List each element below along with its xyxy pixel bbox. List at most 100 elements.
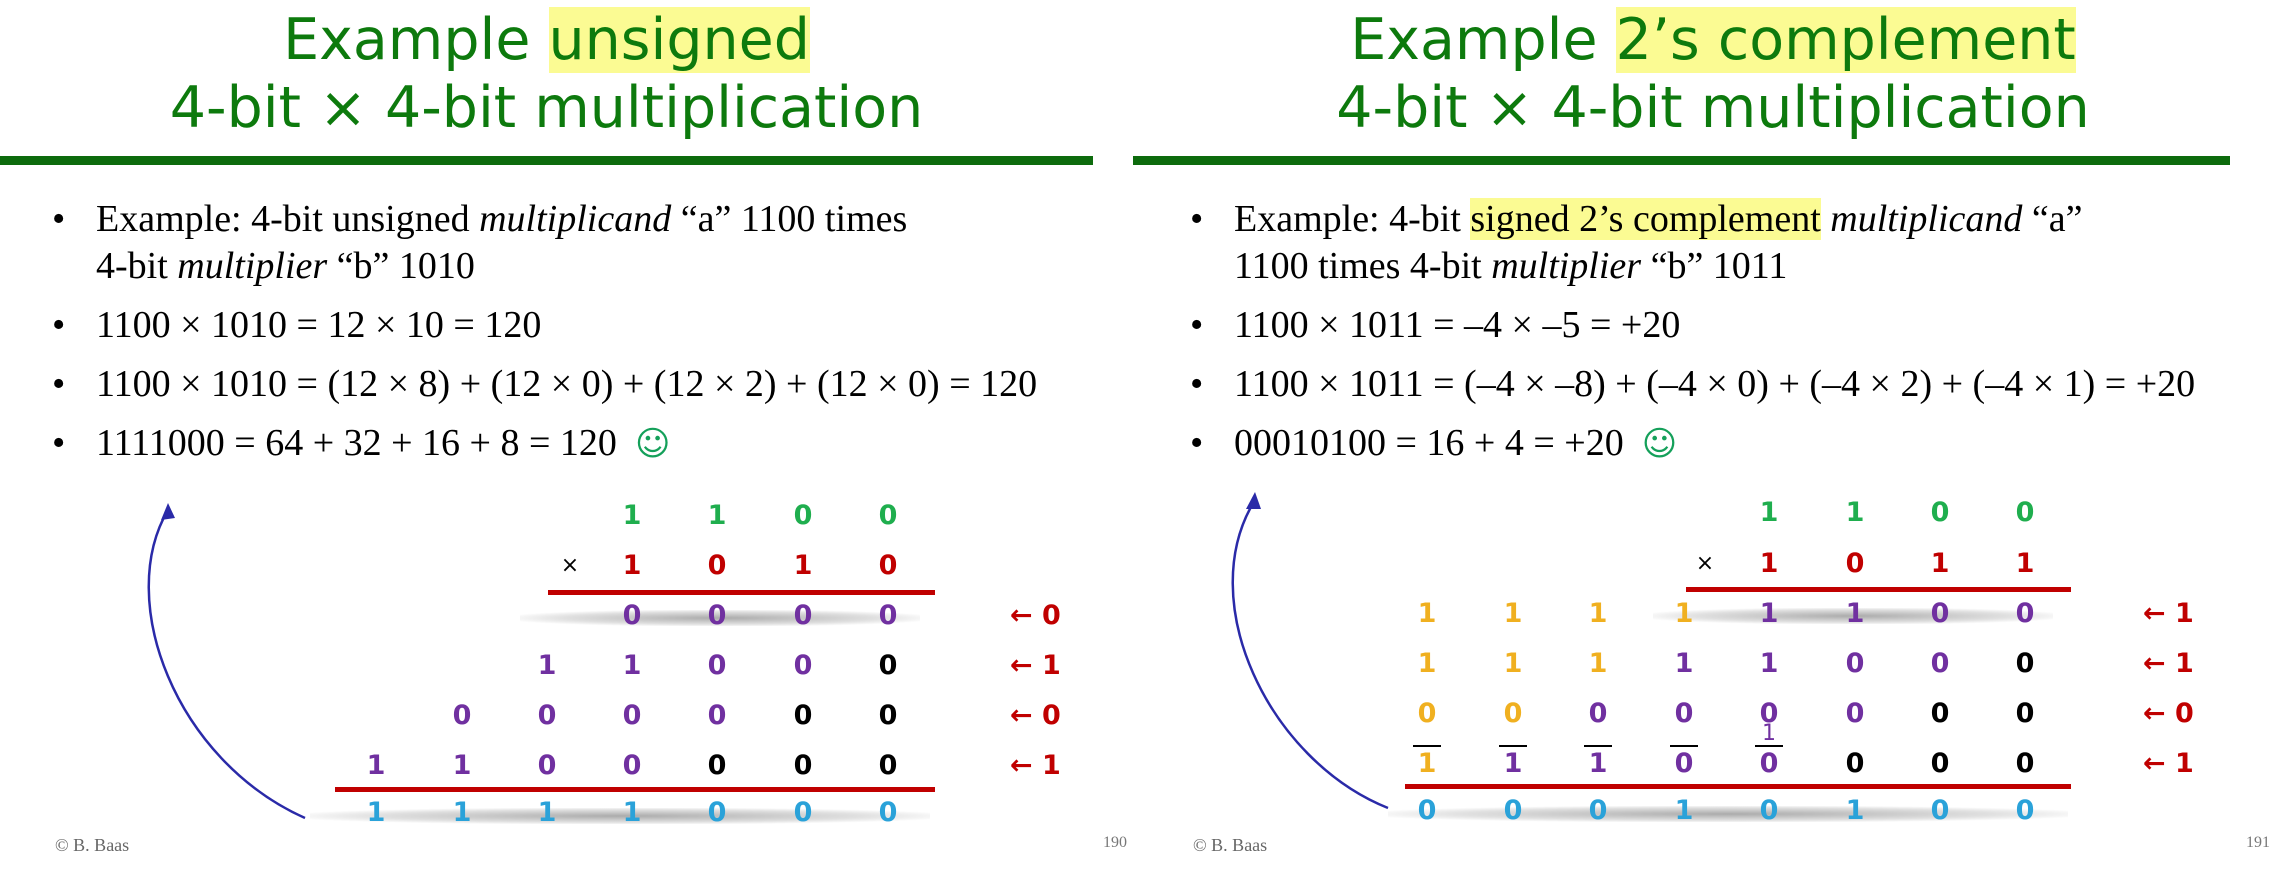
partial-product-digit: 0 — [1759, 748, 1779, 779]
multiplication-grid: 1 1 0 0 × 1 0 1 0 0 0 0 0 1 1 0 0 0 0 0 … — [0, 0, 1120, 873]
shift-label: ← 1 — [1010, 650, 1061, 681]
shift-label: ← 1 — [2143, 648, 2194, 679]
slide-title: Example 2’s complement 4-bit × 4-bit mul… — [1161, 6, 2265, 142]
partial-product-digit: 1 — [1503, 748, 1523, 779]
invert-bar — [1755, 745, 1783, 747]
sign-extension-digit: 1 — [1588, 598, 1608, 629]
partial-product-digit: 1 — [1588, 748, 1608, 779]
title-line2: 4-bit × 4-bit multiplication — [169, 75, 924, 141]
slide-title: Example unsigned 4-bit × 4-bit multiplic… — [0, 6, 1093, 142]
result-arrow-icon — [1231, 492, 1389, 810]
row-shadow — [310, 808, 930, 824]
result-digit: 0 — [1930, 795, 1950, 826]
footer-credit: © B. Baas — [1193, 835, 1268, 855]
bullet-4: 00010100 = 16 + 4 = +20☺ — [1190, 420, 2280, 468]
footer-credit: © B. Baas — [55, 835, 130, 855]
row-shadow — [520, 610, 920, 626]
bullet-2: 1100 × 1011 = –4 × –5 = +20 — [1190, 302, 2280, 349]
shift-zero-digit: 0 — [878, 700, 898, 731]
partial-product-digit: 1 — [1759, 648, 1779, 679]
partial-product-digit: 0 — [537, 750, 557, 781]
smiley-icon: ☺ — [634, 424, 671, 464]
bullet-3: 1100 × 1010 = (12 × 8) + (12 × 0) + (12 … — [52, 361, 1102, 408]
multiplication-grid: 1 1 0 0 × 1 0 1 1 1 1 1 1 1 1 0 0 1 1 1 … — [1133, 0, 2287, 873]
invert-bar — [1499, 745, 1527, 747]
result-digit: 1 — [452, 797, 472, 828]
product-rule-top — [548, 590, 935, 595]
carry-digit: 1 — [1762, 721, 1776, 746]
partial-product-digit: 1 — [1845, 598, 1865, 629]
shift-zero-digit: 0 — [878, 750, 898, 781]
page-number: 191 — [2246, 834, 2270, 851]
partial-product-digit: 0 — [1674, 748, 1694, 779]
multiplier-digit: 1 — [2015, 548, 2035, 579]
sign-extension-digit: 1 — [1588, 648, 1608, 679]
sign-extension-digit: 1 — [1417, 598, 1437, 629]
multiplicand-digit: 1 — [1845, 497, 1865, 528]
result-digit: 0 — [1759, 795, 1779, 826]
partial-product-digit: 0 — [793, 600, 813, 631]
bullet-2: 1100 × 1010 = 12 × 10 = 120 — [52, 302, 1102, 349]
multiplier-digit: 1 — [1930, 548, 1950, 579]
partial-product-digit: 1 — [537, 650, 557, 681]
shift-zero-digit: 0 — [2015, 648, 2035, 679]
shift-zero-digit: 0 — [707, 750, 727, 781]
slide-unsigned: Example unsigned 4-bit × 4-bit multiplic… — [0, 0, 1127, 873]
title-highlight: 2’s complement — [1615, 7, 2076, 73]
title-rule — [0, 156, 1093, 165]
result-digit: 0 — [878, 797, 898, 828]
result-digit: 0 — [1417, 795, 1437, 826]
multiplicand-digit: 0 — [1930, 497, 1950, 528]
shift-label: ← 1 — [2143, 598, 2194, 629]
product-rule-bottom — [1405, 784, 2071, 789]
partial-product-digit: 1 — [622, 650, 642, 681]
bullet-1: Example: 4-bit unsigned multiplicand “a”… — [52, 196, 1102, 290]
shift-label: ← 1 — [1010, 750, 1061, 781]
sign-extension-digit: 1 — [1503, 598, 1523, 629]
row-shadow — [1388, 806, 2068, 822]
multiplicand-digit: 1 — [622, 500, 642, 531]
partial-product-digit: 0 — [707, 700, 727, 731]
result-digit: 1 — [622, 797, 642, 828]
shift-zero-digit: 0 — [1845, 748, 1865, 779]
partial-product-digit: 1 — [366, 750, 386, 781]
multiplicand-digit: 0 — [793, 500, 813, 531]
partial-product-digit: 0 — [1845, 698, 1865, 729]
partial-product-digit: 1 — [452, 750, 472, 781]
partial-product-digit: 0 — [707, 650, 727, 681]
shift-zero-digit: 0 — [793, 750, 813, 781]
result-digit: 0 — [2015, 795, 2035, 826]
sign-extension-digit: 0 — [1503, 698, 1523, 729]
sign-extension-digit: 1 — [1417, 748, 1437, 779]
bullet-3: 1100 × 1011 = (–4 × –8) + (–4 × 0) + (–4… — [1190, 361, 2280, 408]
shift-zero-digit: 0 — [2015, 748, 2035, 779]
product-rule-bottom — [335, 787, 935, 792]
shift-label: ← 0 — [2143, 698, 2194, 729]
smiley-icon: ☺ — [1641, 424, 1678, 464]
result-digit: 0 — [793, 797, 813, 828]
title-line2: 4-bit × 4-bit multiplication — [1336, 75, 2090, 141]
times-sign: × — [1695, 551, 1715, 576]
result-digit: 0 — [1503, 795, 1523, 826]
invert-bar — [1584, 745, 1612, 747]
bullet-4: 1111000 = 64 + 32 + 16 + 8 = 120☺ — [52, 420, 1102, 468]
partial-product-digit: 0 — [707, 600, 727, 631]
result-digit: 0 — [1588, 795, 1608, 826]
sign-extension-digit: 1 — [1674, 598, 1694, 629]
bullet-list: Example: 4-bit signed 2’s complement mul… — [1190, 196, 2280, 480]
shift-label: ← 1 — [2143, 748, 2194, 779]
shift-label: ← 0 — [1010, 600, 1061, 631]
shift-zero-digit: 0 — [1930, 748, 1950, 779]
partial-product-digit: 0 — [622, 700, 642, 731]
shift-zero-digit: 0 — [878, 650, 898, 681]
result-digit: 1 — [1674, 795, 1694, 826]
partial-product-digit: 1 — [1674, 648, 1694, 679]
partial-product-digit: 0 — [537, 700, 557, 731]
sign-extension-digit: 0 — [1417, 698, 1437, 729]
partial-product-digit: 0 — [1930, 598, 1950, 629]
multiplier-digit: 0 — [707, 550, 727, 581]
times-sign: × — [560, 553, 580, 578]
partial-product-digit: 1 — [1759, 598, 1779, 629]
multiplier-digit: 1 — [622, 550, 642, 581]
multiplier-digit: 1 — [1759, 548, 1779, 579]
